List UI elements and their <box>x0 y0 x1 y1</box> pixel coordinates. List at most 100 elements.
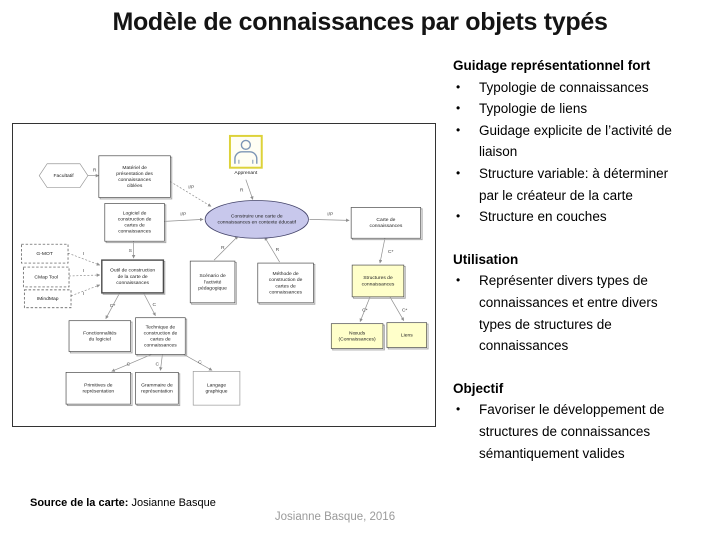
svg-text:R: R <box>221 245 225 251</box>
diagram-node-gmot: G-MOT <box>20 243 69 264</box>
svg-text:C: C <box>127 361 131 367</box>
section-heading: Utilisation <box>453 251 519 267</box>
diagram-link-c-16: C* <box>378 238 394 264</box>
diagram-link-r-5: R <box>213 236 239 261</box>
bullet-item: Favoriser le développement de structures… <box>453 399 685 464</box>
svg-text:(Connaissances): (Connaissances) <box>339 336 377 342</box>
svg-text:représentation: représentation <box>82 389 114 395</box>
svg-text:G-MOT: G-MOT <box>36 251 53 257</box>
bullet-list: Typologie de connaissances Typologie de … <box>453 77 709 228</box>
svg-text:Fonctionnalités: Fonctionnalités <box>83 330 117 336</box>
svg-text:Apprenant: Apprenant <box>234 170 257 176</box>
svg-text:connaissances: connaissances <box>269 289 302 295</box>
svg-text:connaissances: connaissances <box>118 177 151 183</box>
diagram-link-c-13: C <box>111 354 152 372</box>
svg-text:I/P: I/P <box>327 211 334 217</box>
bullet-list: Représenter divers types de connaissance… <box>453 270 709 356</box>
diagram-link-ip-4: I/P <box>309 211 350 223</box>
diagram-link-c-14: C <box>155 354 163 371</box>
svg-text:connaissances: connaissances <box>116 280 149 286</box>
svg-text:Nœuds: Nœuds <box>349 330 366 336</box>
svg-text:R: R <box>240 188 244 194</box>
svg-text:connaissances: connaissances <box>362 281 395 287</box>
bullet-item: Structure en couches <box>453 206 685 228</box>
diagram-node-facultatif: Facultatif <box>38 163 89 188</box>
svg-text:C*: C* <box>362 308 368 314</box>
diagram-link-ip-1: I/P <box>170 181 212 207</box>
svg-text:I: I <box>83 291 84 297</box>
diagram-link-r-0: R <box>87 168 100 178</box>
svg-text:I: I <box>83 251 84 257</box>
svg-text:l’activité: l’activité <box>204 279 222 285</box>
svg-text:ciblées: ciblées <box>127 183 143 189</box>
svg-text:Structures de: Structures de <box>363 275 393 281</box>
diagram-link-c-12: C <box>143 292 156 317</box>
svg-text:connaissances: connaissances <box>144 342 177 348</box>
svg-text:graphique: graphique <box>206 389 228 395</box>
diagram-link-i-9: I <box>69 268 101 277</box>
svg-text:connaissances en contexte éduc: connaissances en contexte éducatif <box>218 220 297 226</box>
svg-text:construction de: construction de <box>269 277 303 283</box>
diagram-link-c-15: C <box>180 352 213 371</box>
diagram-node-imindmap: IMindMap <box>23 289 72 309</box>
svg-text:représentation: représentation <box>141 389 173 395</box>
diagram-link-i-8: I <box>67 251 101 266</box>
svg-text:pédagogique: pédagogique <box>198 285 227 291</box>
page-title: Modèle de connaissances par objets typés <box>112 8 608 36</box>
svg-text:Facultatif: Facultatif <box>54 173 75 179</box>
svg-text:connaissances: connaissances <box>370 223 403 229</box>
svg-text:C*: C* <box>388 249 394 255</box>
svg-text:cartes de: cartes de <box>275 283 296 289</box>
svg-text:du logiciel: du logiciel <box>89 336 111 342</box>
map-source-label: Source de la carte: <box>30 497 129 509</box>
svg-text:Scénario de: Scénario de <box>199 273 226 279</box>
svg-text:R: R <box>276 247 280 253</box>
svg-text:C: C <box>155 361 159 367</box>
diagram-link-c-17: C* <box>359 296 371 323</box>
diagram-link-c-11: C* <box>105 292 120 320</box>
svg-text:Langage: Langage <box>207 383 227 389</box>
svg-text:Liens: Liens <box>401 332 413 338</box>
diagram-node-apprenant: Apprenant <box>228 134 263 176</box>
svg-text:Outil de construction: Outil de construction <box>110 268 155 274</box>
svg-text:Construire une carte de: Construire une carte de <box>231 214 283 220</box>
svg-text:I/P: I/P <box>188 185 195 191</box>
section-heading: Guidage représentationnel fort <box>453 58 651 73</box>
svg-text:construction de: construction de <box>144 330 178 336</box>
bullet-item: Guidage explicite de l’activité de liais… <box>453 120 685 163</box>
svg-text:Méthode de: Méthode de <box>273 271 299 277</box>
bullet-item: Structure variable: à déterminer par le … <box>453 163 685 206</box>
diagram-node-liens: Liens <box>386 322 429 350</box>
bullet-item: Représenter divers types de connaissance… <box>453 270 685 356</box>
svg-text:Matériel de: Matériel de <box>122 165 147 171</box>
svg-text:cartes de: cartes de <box>150 336 171 342</box>
right-panel: Guidage représentationnel fort Typologie… <box>453 55 709 485</box>
svg-text:S: S <box>129 248 133 254</box>
svg-text:Carte de: Carte de <box>376 217 395 223</box>
svg-text:I: I <box>83 268 84 274</box>
svg-text:de la carte de: de la carte de <box>118 274 148 280</box>
svg-text:connaissances: connaissances <box>118 229 151 235</box>
section-objectif: Objectif Favoriser le développement de s… <box>453 378 709 464</box>
svg-text:C*: C* <box>110 303 116 309</box>
map-source-value: Josianne Basque <box>131 497 216 509</box>
diagram-link-s-7: S <box>129 241 136 259</box>
bullet-item: Typologie de liens <box>453 98 685 120</box>
diagram-link-ip-3: I/P <box>164 211 204 222</box>
section-utilisation: Utilisation Représenter divers types de … <box>453 249 709 357</box>
diagram-link-c-18: C* <box>389 296 407 321</box>
svg-text:CMap Tool: CMap Tool <box>34 274 58 280</box>
bullet-item: Typologie de connaissances <box>453 77 685 99</box>
map-source: Source de la carte: Josianne Basque <box>30 497 216 509</box>
